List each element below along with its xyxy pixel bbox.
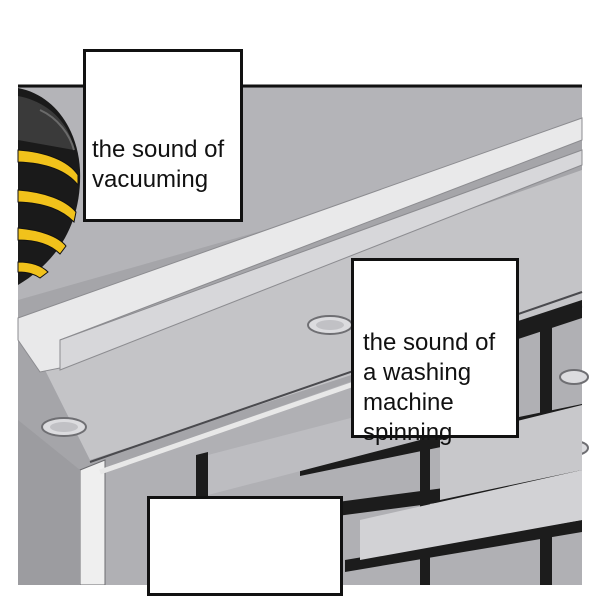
pendant-lamp-icon [17,88,81,285]
caption-text: the sound of a washing machine spinning [363,329,496,446]
narration-box-vacuuming: the sound of vacuuming [83,49,243,222]
caption-text: the sound of vacuuming [92,136,225,193]
narration-box-washing-machine: the sound of a washing machine spinning [351,258,519,446]
narration-box-empty [147,496,343,596]
